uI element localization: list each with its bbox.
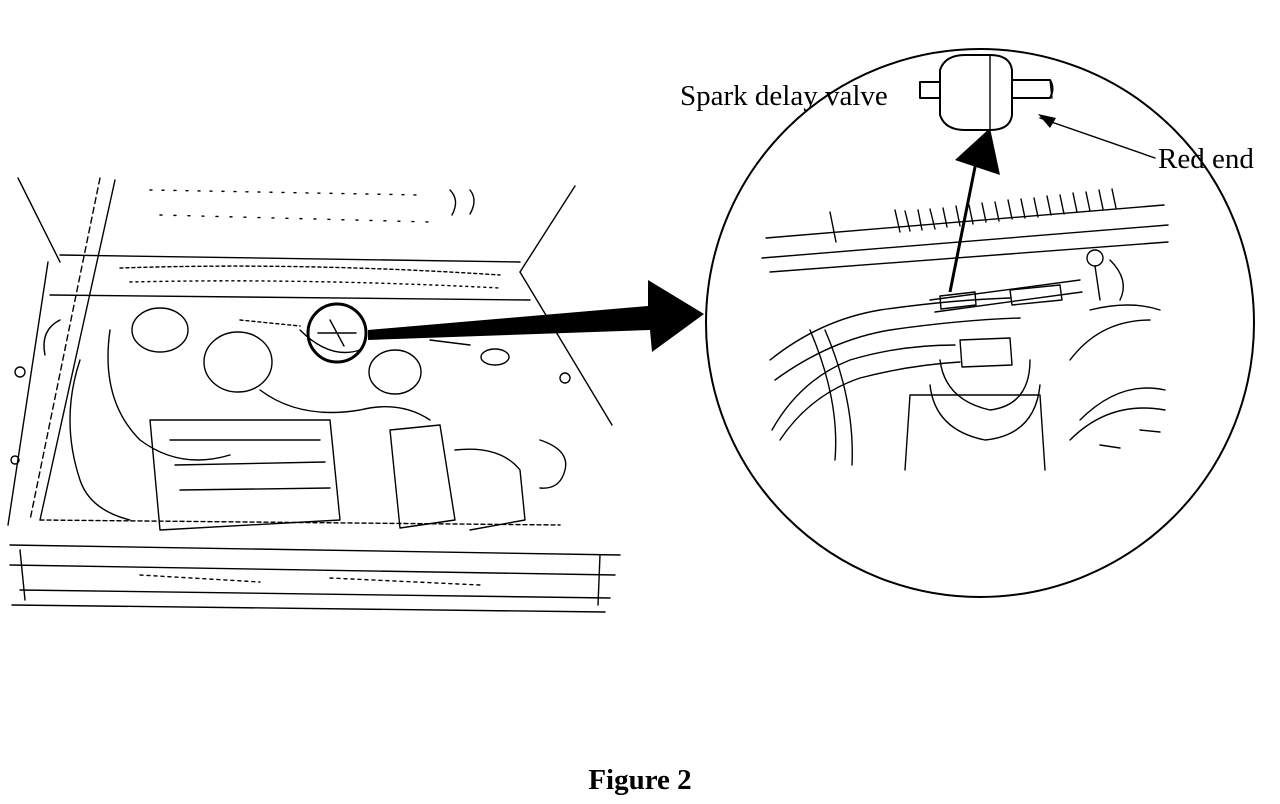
spark-delay-valve-icon [919, 54, 1156, 159]
detail-callout-circle [306, 302, 368, 364]
spark-delay-valve-label: Spark delay valve [680, 80, 888, 112]
engine-bay-illustration [7, 177, 621, 613]
red-end-label: Red end [1158, 143, 1254, 175]
magnified-detail [705, 48, 1255, 598]
zoom-arrow [368, 280, 704, 352]
figure-caption: Figure 2 [588, 764, 692, 796]
cowl-ribs [829, 188, 1117, 243]
